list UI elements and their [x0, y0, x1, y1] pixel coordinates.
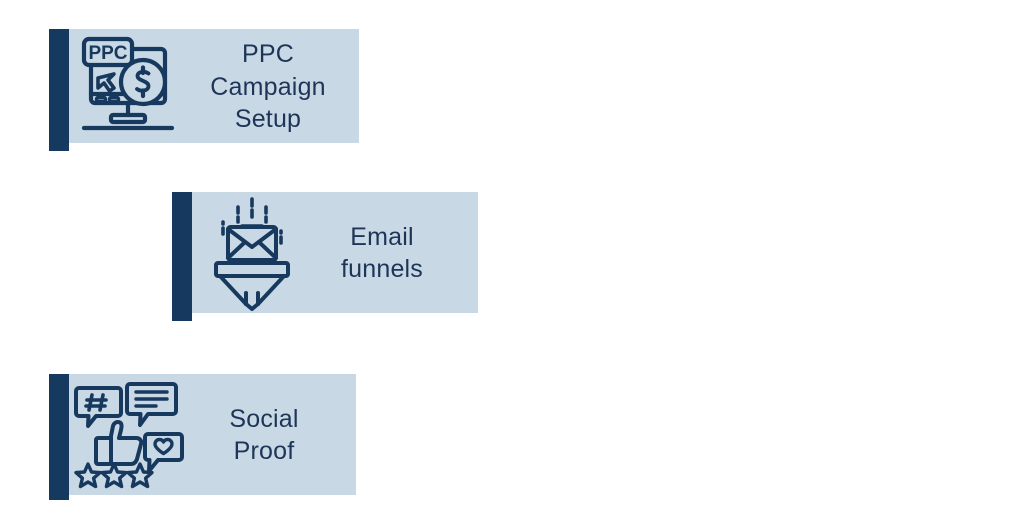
card-email-funnels[interactable]: Email funnels	[172, 192, 478, 321]
card-label-email: Email funnels	[340, 222, 423, 284]
card-accent-bar	[172, 192, 192, 321]
email-funnel-icon	[202, 197, 302, 311]
svg-text:PPC: PPC	[88, 43, 127, 64]
card-social-proof[interactable]: Social Proof	[49, 374, 356, 500]
card-ppc-campaign-setup[interactable]: PPC PPC Campaign Setup	[49, 29, 359, 151]
card-accent-bar	[49, 29, 69, 151]
card-accent-bar	[49, 374, 69, 500]
card-label-social: Social Proof	[229, 404, 299, 466]
ppc-monitor-dollar-icon: PPC	[77, 35, 179, 139]
card-label-ppc: PPC Campaign Setup	[210, 40, 326, 134]
social-proof-icon	[74, 380, 184, 490]
